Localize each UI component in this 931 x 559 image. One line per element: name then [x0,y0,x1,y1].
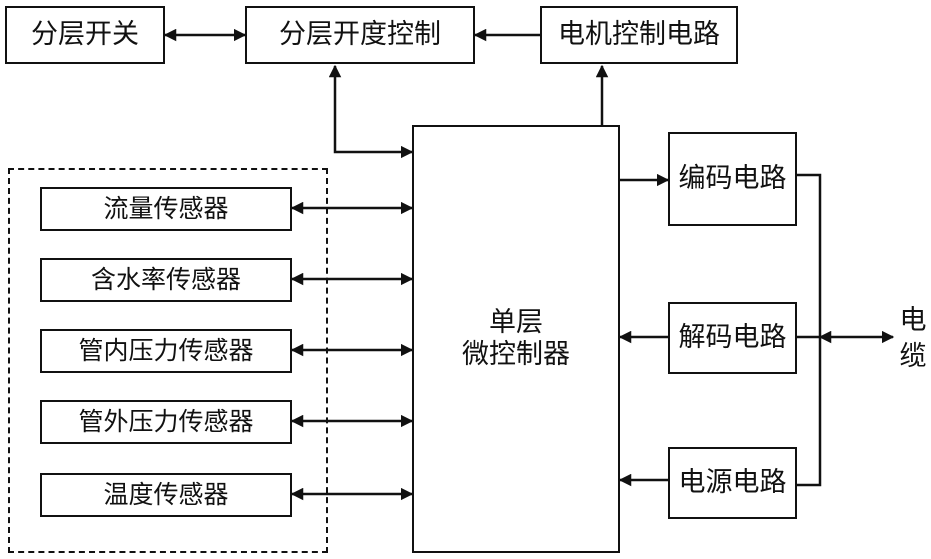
encoder-circuit-box: 编码电路 [668,132,797,226]
cable-label-char1: 电 [899,305,927,336]
layer-opening-control-box: 分层开度控制 [245,6,475,64]
flow-sensor-box: 流量传感器 [40,187,292,231]
encoder-bus-line [797,173,822,487]
arrow-mcu-to-opening-control [328,64,414,159]
cable-label: 电 缆 [897,303,929,376]
power-circuit-box: 电源电路 [668,447,797,519]
mcu-label-line2: 微控制器 [462,339,570,370]
water-cut-sensor-box: 含水率传感器 [40,258,292,302]
sensor-group-frame [8,168,328,553]
single-layer-mcu-box: 单层 微控制器 [412,125,620,553]
layer-switch-box: 分层开关 [5,6,165,64]
outer-pressure-sensor-box: 管外压力传感器 [40,400,292,444]
temperature-sensor-box: 温度传感器 [40,473,292,517]
motor-control-circuit-box: 电机控制电路 [540,6,738,64]
decoder-circuit-box: 解码电路 [668,302,797,374]
inner-pressure-sensor-box: 管内压力传感器 [40,329,292,373]
mcu-label-line1: 单层 [489,306,543,338]
cable-label-char2: 缆 [899,341,927,373]
